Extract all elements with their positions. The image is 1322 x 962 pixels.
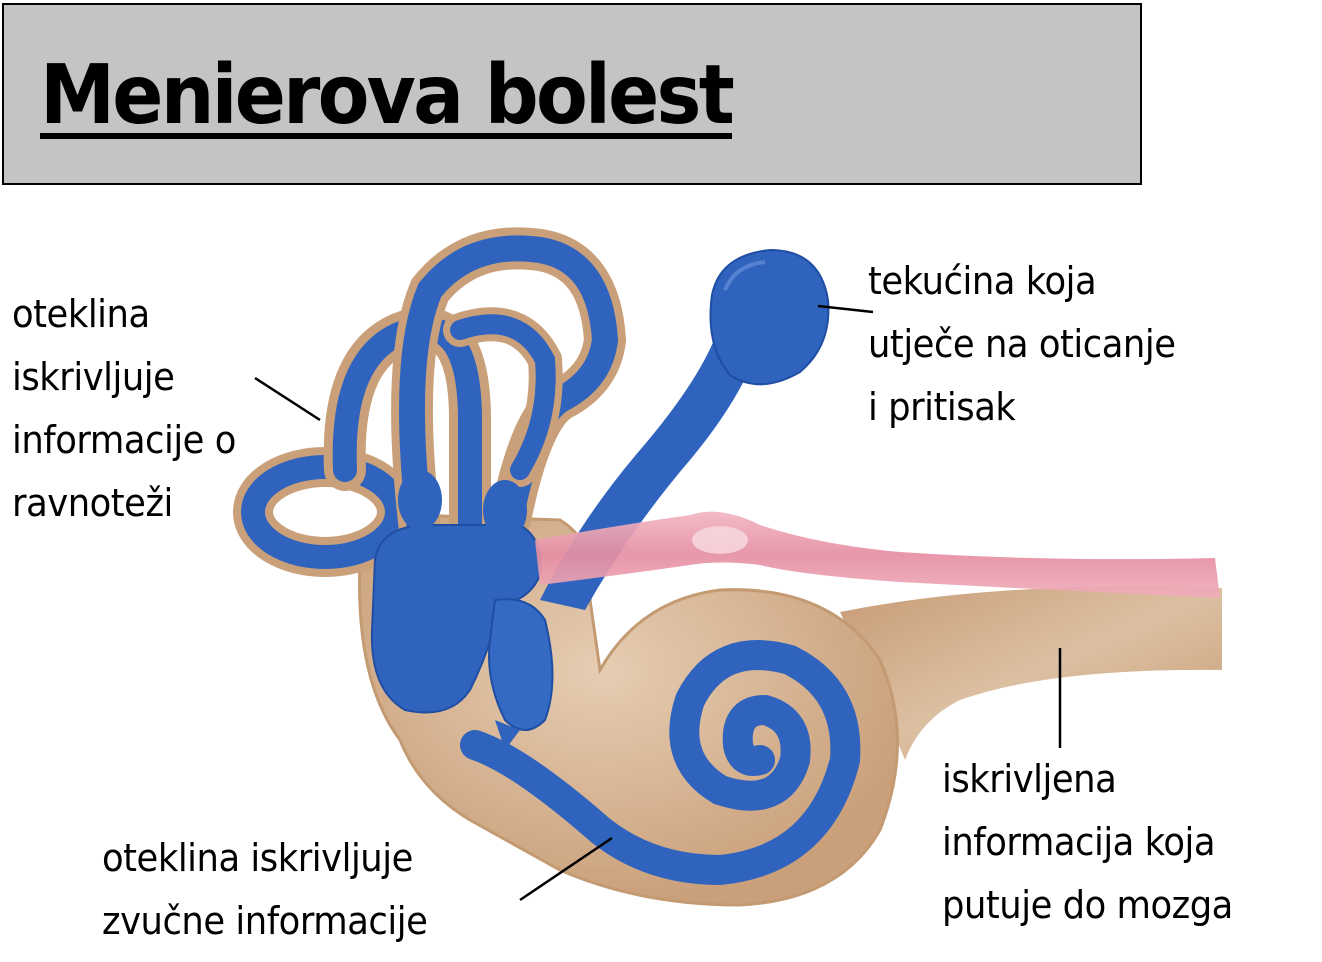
label-line: oteklina iskrivljuje (102, 836, 413, 880)
label-line: iskrivljuje (12, 355, 175, 399)
cochlea (460, 640, 861, 886)
label-balance: oteklina iskrivljuje informacije o ravno… (12, 283, 236, 535)
nerve-canal-bone (840, 586, 1222, 760)
label-line: utječe na oticanje (868, 322, 1176, 366)
leader-lines (254, 304, 1062, 902)
vestibulocochlear-nerve (535, 511, 1220, 598)
semicircular-canals (233, 227, 627, 577)
label-line: zvučne informacije (102, 899, 428, 943)
label-sound: oteklina iskrivljuje zvučne informacije (102, 827, 428, 953)
label-line: tekućina koja (868, 259, 1097, 303)
label-line: oteklina (12, 292, 150, 336)
vestibule (370, 470, 554, 750)
page-title: Menierova bolest (40, 48, 735, 143)
label-line: iskrivljena (942, 757, 1117, 801)
label-fluid: tekućina koja utječe na oticanje i priti… (868, 250, 1176, 439)
leader-line-fluid (817, 304, 874, 314)
label-brain: iskrivljena informacija koja putuje do m… (942, 748, 1233, 937)
label-line: informacija koja (942, 820, 1216, 864)
label-line: informacije o (12, 418, 236, 462)
label-line: ravnoteži (12, 481, 173, 525)
leader-line-sound (519, 836, 613, 902)
label-line: i pritisak (868, 385, 1016, 429)
label-line: putuje do mozga (942, 883, 1233, 927)
leader-line-balance (254, 376, 321, 422)
title-banner: Menierova bolest (2, 3, 1142, 185)
